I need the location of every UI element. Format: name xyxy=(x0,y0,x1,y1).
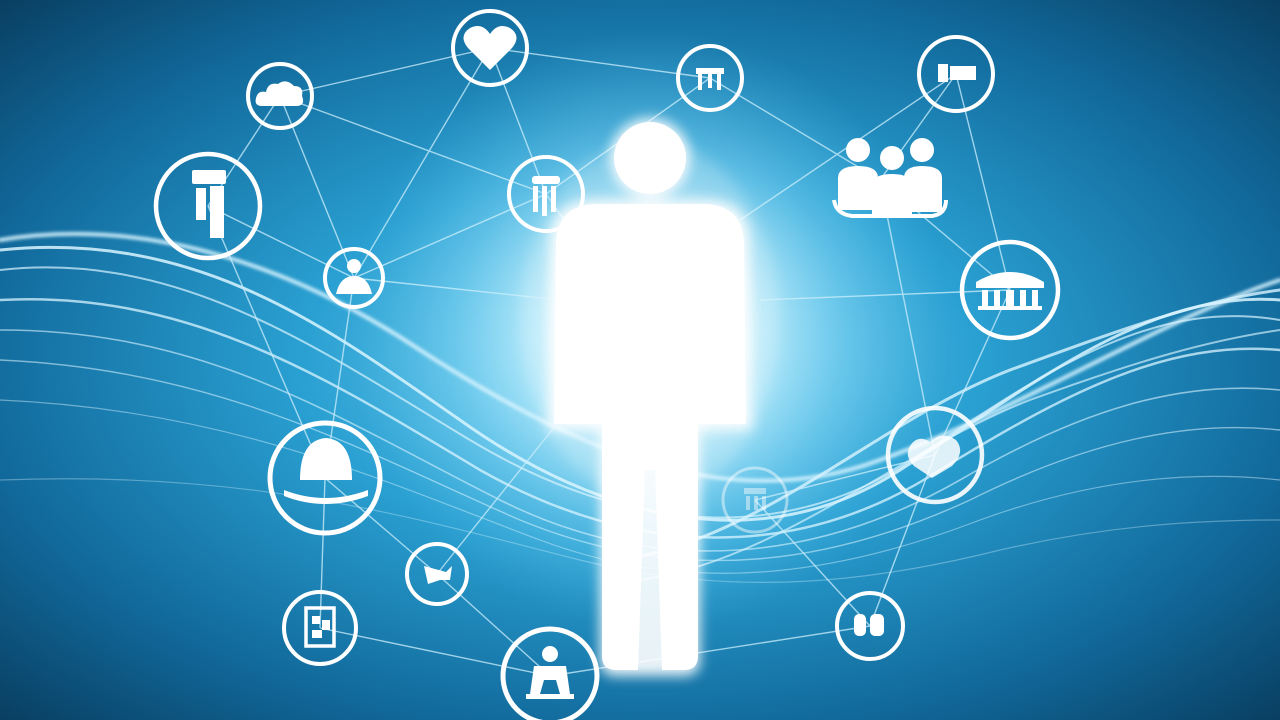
faint-symbol-icon xyxy=(744,488,766,510)
doctor-bust-icon xyxy=(336,259,372,294)
umbrella-node xyxy=(267,420,383,536)
sign-node xyxy=(676,44,744,112)
patient-node xyxy=(500,626,600,720)
heart-icon xyxy=(463,26,517,70)
bandage-node xyxy=(835,591,905,661)
figure-halo xyxy=(520,140,780,500)
hands-heart-icon xyxy=(907,435,961,478)
hands-heart-node xyxy=(885,405,985,505)
cloud-icon xyxy=(255,81,304,106)
medical-kit-icon xyxy=(938,64,976,82)
icon-nodes xyxy=(153,9,1061,720)
umbrella-icon xyxy=(284,438,368,504)
patient-icon xyxy=(526,646,574,699)
group-people-icon xyxy=(832,138,948,218)
chart-person-icon xyxy=(532,176,560,216)
medkit-node xyxy=(917,35,995,113)
pill-node xyxy=(153,151,263,261)
hospital-bed-icon xyxy=(696,68,724,90)
clinic-building-icon xyxy=(976,272,1044,310)
group-node xyxy=(832,138,948,218)
clipboard-node xyxy=(282,590,358,666)
clinic-node xyxy=(959,239,1061,341)
faint-node xyxy=(721,466,789,534)
bandage-icon xyxy=(854,614,884,636)
clipboard-icon xyxy=(304,606,336,648)
cloud-node xyxy=(246,62,314,130)
ribbon-node xyxy=(405,542,469,606)
heart-node xyxy=(451,9,529,87)
doctor-node xyxy=(323,247,385,309)
pill-bottle-icon xyxy=(192,170,226,238)
ribbon-icon xyxy=(424,566,452,584)
